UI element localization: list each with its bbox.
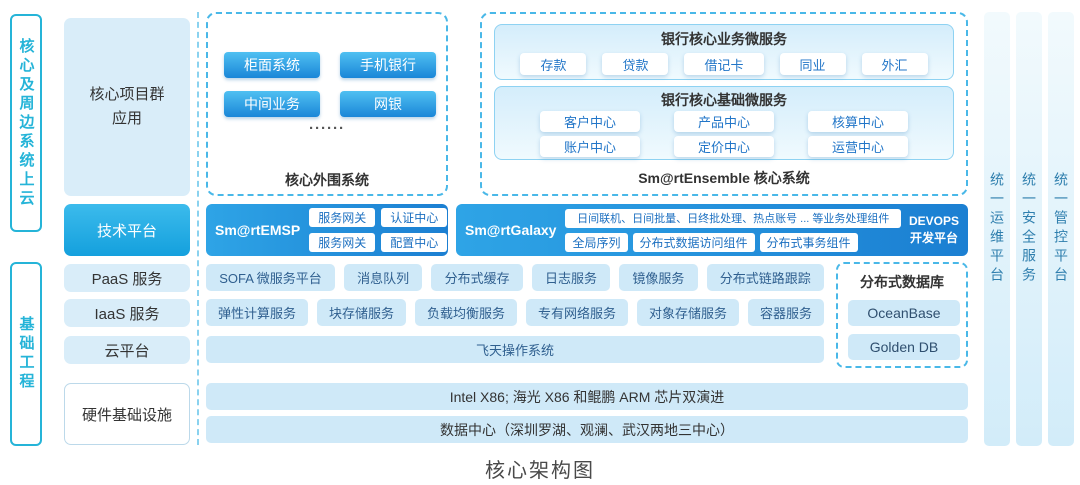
business-microservices-section: 银行核心业务微服务 存款 贷款 借记卡 同业 外汇 bbox=[494, 24, 954, 80]
emsp-panel: Sm@rtEMSP 服务网关 认证中心 服务网关 配置中心 bbox=[206, 204, 448, 256]
pill-object-storage: 对象存储服务 bbox=[637, 299, 739, 326]
layer-cloud: 云平台 bbox=[64, 336, 190, 364]
peripheral-buttons: 柜面系统 手机银行 中间业务 网银 bbox=[224, 52, 436, 117]
pill-service-gateway-1: 服务网关 bbox=[309, 208, 376, 227]
pill-pricing-center: 定价中心 bbox=[673, 136, 774, 157]
pill-account-center: 账户中心 bbox=[539, 136, 640, 157]
base-microservices-row1: 客户中心 产品中心 核算中心 bbox=[495, 111, 953, 132]
right-rail-control-label: 统一管控平台 bbox=[1053, 172, 1069, 286]
right-rail-security-platform: 统一安全服务 bbox=[1016, 12, 1042, 446]
layer-tech-platform: 技术平台 bbox=[64, 204, 190, 256]
layer-iaas: IaaS 服务 bbox=[64, 299, 190, 327]
galaxy-panel: Sm@rtGalaxy 日间联机、日间批量、日终批处理、热点账号 ... 等业务… bbox=[456, 204, 968, 256]
pill-log-service: 日志服务 bbox=[531, 264, 611, 291]
pill-load-balancing: 负载均衡服务 bbox=[415, 299, 517, 326]
left-rail-infrastructure-label: 基础工程 bbox=[17, 316, 35, 392]
pill-golden-db: Golden DB bbox=[848, 334, 960, 360]
pill-block-storage: 块存储服务 bbox=[317, 299, 406, 326]
pill-container-service: 容器服务 bbox=[748, 299, 824, 326]
pill-distributed-transaction: 分布式事务组件 bbox=[759, 232, 858, 252]
pill-operation-center: 运营中心 bbox=[808, 136, 909, 157]
pill-deposit: 存款 bbox=[520, 53, 587, 75]
pill-config-center: 配置中心 bbox=[381, 233, 448, 252]
emsp-panel-name: Sm@rtEMSP bbox=[215, 222, 301, 238]
left-rail-core-cloud-label: 核心及周边系统上云 bbox=[17, 37, 35, 209]
pill-auth-center: 认证中心 bbox=[381, 208, 448, 227]
left-rail-infrastructure: 基础工程 bbox=[10, 262, 42, 446]
peripheral-box-label: 核心外围系统 bbox=[285, 172, 369, 188]
pill-elastic-compute: 弹性计算服务 bbox=[206, 299, 308, 326]
emsp-pill-grid: 服务网关 认证中心 服务网关 配置中心 bbox=[309, 208, 448, 252]
pill-batch-processing-components: 日间联机、日间批量、日终批处理、热点账号 ... 等业务处理组件 bbox=[565, 208, 901, 228]
pill-sofa-platform: SOFA 微服务平台 bbox=[206, 264, 335, 291]
base-microservices-section: 银行核心基础微服务 客户中心 产品中心 核算中心 账户中心 定价中心 运营中心 bbox=[494, 86, 954, 160]
pill-image-service: 镜像服务 bbox=[619, 264, 698, 291]
devops-line2: 开发平台 bbox=[909, 231, 958, 245]
peripheral-button-mobile-bank: 手机银行 bbox=[340, 52, 436, 78]
ensemble-box-label: Sm@rtEnsemble 核心系统 bbox=[638, 170, 810, 186]
distributed-db-title: 分布式数据库 bbox=[860, 274, 944, 290]
page-title: 核心架构图 bbox=[485, 460, 595, 482]
right-rail-security-label: 统一安全服务 bbox=[1021, 172, 1037, 286]
distributed-db-box: 分布式数据库 OceanBase Golden DB bbox=[836, 262, 968, 368]
layer-apps: 核心项目群 应用 bbox=[64, 18, 190, 196]
pill-interbank: 同业 bbox=[779, 53, 846, 75]
pill-datacenter: 数据中心（深圳罗湖、观澜、武汉两地三中心） bbox=[206, 416, 968, 443]
peripheral-ellipsis: ······ bbox=[309, 120, 345, 137]
pill-distributed-cache: 分布式缓存 bbox=[431, 264, 523, 291]
devops-platform-label: DEVOPS 开发平台 bbox=[905, 213, 968, 248]
galaxy-pill-row: 全局序列 分布式数据访问组件 分布式事务组件 bbox=[565, 232, 901, 252]
pill-accounting-center: 核算中心 bbox=[808, 111, 909, 132]
business-microservices-title: 银行核心业务微服务 bbox=[661, 31, 787, 47]
base-microservices-row2: 账户中心 定价中心 运营中心 bbox=[495, 136, 953, 157]
right-rail-ops-platform: 统一运维平台 bbox=[984, 12, 1010, 446]
dashed-separator bbox=[197, 12, 199, 445]
pill-loan: 贷款 bbox=[602, 53, 669, 75]
pill-apsara-os: 飞天操作系统 bbox=[206, 336, 824, 363]
right-rail-ops-label: 统一运维平台 bbox=[989, 172, 1005, 286]
peripheral-button-ebank: 网银 bbox=[340, 91, 436, 117]
pill-oceanbase: OceanBase bbox=[848, 300, 960, 326]
pill-message-queue: 消息队列 bbox=[343, 264, 423, 291]
peripheral-button-counter: 柜面系统 bbox=[224, 52, 320, 78]
galaxy-panel-name: Sm@rtGalaxy bbox=[465, 222, 557, 238]
pill-service-gateway-2: 服务网关 bbox=[309, 233, 376, 252]
pill-product-center: 产品中心 bbox=[673, 111, 774, 132]
pill-customer-center: 客户中心 bbox=[539, 111, 640, 132]
iaas-row: 弹性计算服务 块存储服务 负载均衡服务 专有网络服务 对象存储服务 容器服务 bbox=[206, 299, 824, 326]
left-rail-core-cloud: 核心及周边系统上云 bbox=[10, 14, 42, 232]
pill-global-sequence: 全局序列 bbox=[565, 232, 628, 252]
pill-vpc-service: 专有网络服务 bbox=[526, 299, 628, 326]
pill-chips-evolution: Intel X86; 海光 X86 和鲲鹏 ARM 芯片双演进 bbox=[206, 383, 968, 410]
pill-distributed-tracing: 分布式链路跟踪 bbox=[706, 264, 824, 291]
pill-forex: 外汇 bbox=[861, 53, 928, 75]
business-microservices-row: 存款 贷款 借记卡 同业 外汇 bbox=[495, 53, 953, 75]
layer-paas: PaaS 服务 bbox=[64, 264, 190, 292]
pill-distributed-data-access: 分布式数据访问组件 bbox=[632, 232, 755, 252]
right-rail-control-platform: 统一管控平台 bbox=[1048, 12, 1074, 446]
base-microservices-title: 银行核心基础微服务 bbox=[661, 92, 787, 108]
peripheral-button-intermediary: 中间业务 bbox=[224, 91, 320, 117]
galaxy-pill-area: 日间联机、日间批量、日终批处理、热点账号 ... 等业务处理组件 全局序列 分布… bbox=[565, 208, 901, 252]
devops-line1: DEVOPS bbox=[908, 213, 959, 228]
layer-hardware: 硬件基础设施 bbox=[64, 383, 190, 445]
pill-debit-card: 借记卡 bbox=[684, 53, 764, 75]
paas-row: SOFA 微服务平台 消息队列 分布式缓存 日志服务 镜像服务 分布式链路跟踪 bbox=[206, 264, 824, 291]
